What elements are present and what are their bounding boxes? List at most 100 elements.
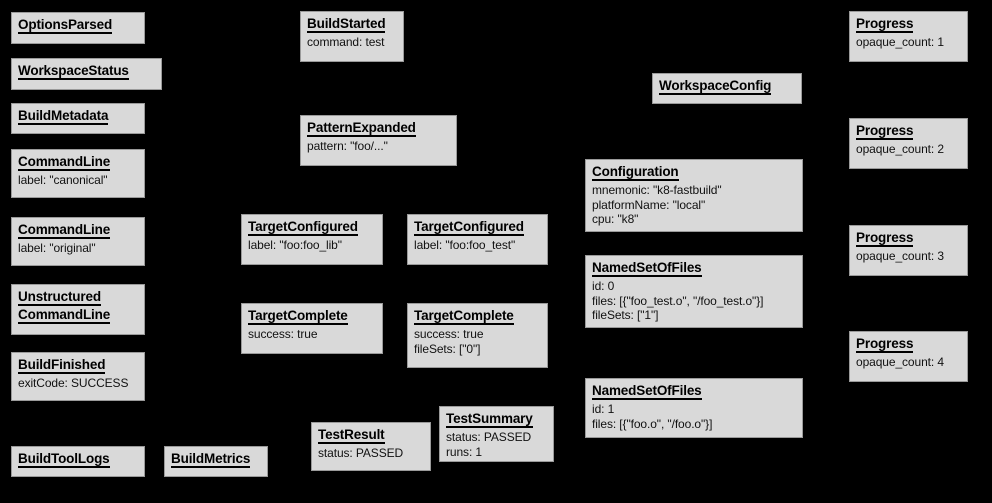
node-title-line: TestSummary: [446, 411, 533, 429]
node-title: WorkspaceStatus: [18, 63, 156, 81]
event-node-build-metadata[interactable]: BuildMetadata: [11, 103, 145, 134]
node-title: Configuration: [592, 164, 797, 182]
node-field: opaque_count: 1: [856, 35, 944, 50]
node-field: label: "foo:foo_lib": [248, 238, 342, 253]
node-field: mnemonic: "k8-fastbuild": [592, 183, 722, 198]
node-title-line: Progress: [856, 123, 913, 141]
node-title-line: TargetComplete: [414, 308, 514, 326]
node-title: CommandLine: [18, 154, 139, 172]
node-title: Progress: [856, 336, 962, 354]
event-node-options-parsed[interactable]: OptionsParsed: [11, 12, 145, 44]
node-title-line: Progress: [856, 336, 913, 354]
node-title: BuildFinished: [18, 357, 139, 375]
node-field: opaque_count: 4: [856, 355, 944, 370]
node-fields: status: PASSED: [318, 446, 425, 461]
node-field: label: "original": [18, 241, 96, 256]
event-node-workspace-status[interactable]: WorkspaceStatus: [11, 58, 162, 90]
node-title-line: WorkspaceConfig: [659, 78, 771, 96]
node-title: CommandLine: [18, 222, 139, 240]
node-fields: command: test: [307, 35, 398, 50]
node-title: BuildMetadata: [18, 108, 139, 126]
node-title-line: TargetComplete: [248, 308, 348, 326]
node-field: label: "foo:foo_test": [414, 238, 516, 253]
node-fields: label: "foo:foo_test": [414, 238, 542, 253]
node-title-line: BuildFinished: [18, 357, 105, 375]
event-node-workspace-config[interactable]: WorkspaceConfig: [652, 73, 802, 104]
node-title: TargetConfigured: [414, 219, 542, 237]
node-fields: label: "canonical": [18, 173, 139, 188]
node-title-line: PatternExpanded: [307, 120, 416, 138]
node-fields: opaque_count: 4: [856, 355, 962, 370]
node-title: Progress: [856, 230, 962, 248]
node-title: TargetConfigured: [248, 219, 377, 237]
node-title-line: TestResult: [318, 427, 385, 445]
node-title-line: Progress: [856, 230, 913, 248]
node-title-line: Progress: [856, 16, 913, 34]
node-field: command: test: [307, 35, 385, 50]
node-field: runs: 1: [446, 444, 482, 459]
node-title: TestSummary: [446, 411, 548, 429]
node-title: TargetComplete: [248, 308, 377, 326]
node-fields: mnemonic: "k8-fastbuild"platformName: "l…: [592, 183, 797, 227]
node-title-line: OptionsParsed: [18, 17, 112, 35]
node-title: TestResult: [318, 427, 425, 445]
node-title: Progress: [856, 16, 962, 34]
node-field: platformName: "local": [592, 197, 706, 212]
node-field: status: PASSED: [446, 430, 532, 445]
node-field: label: "canonical": [18, 173, 108, 188]
node-title-line: BuildStarted: [307, 16, 386, 34]
node-fields: opaque_count: 3: [856, 249, 962, 264]
event-node-build-tool-logs[interactable]: BuildToolLogs: [11, 446, 145, 477]
node-field: success: true: [248, 327, 318, 342]
node-field: cpu: "k8": [592, 212, 639, 227]
node-title-line: BuildMetrics: [171, 451, 250, 469]
node-title: WorkspaceConfig: [659, 78, 796, 96]
node-title-line: CommandLine: [18, 307, 110, 325]
node-field: opaque_count: 3: [856, 249, 944, 264]
node-field: fileSets: ["0"]: [414, 341, 481, 356]
node-field: exitCode: SUCCESS: [18, 376, 129, 391]
node-title: BuildMetrics: [171, 451, 262, 469]
node-field: status: PASSED: [318, 446, 404, 461]
node-title-line: BuildToolLogs: [18, 451, 110, 469]
node-title-line: NamedSetOfFiles: [592, 383, 702, 401]
node-fields: exitCode: SUCCESS: [18, 376, 139, 391]
node-title: TargetComplete: [414, 308, 542, 326]
node-fields: label: "foo:foo_lib": [248, 238, 377, 253]
node-title-line: Unstructured: [18, 289, 101, 307]
node-title-line: BuildMetadata: [18, 108, 108, 126]
node-fields: pattern: "foo/...": [307, 139, 451, 154]
node-field: success: true: [414, 327, 484, 342]
node-fields: opaque_count: 2: [856, 142, 962, 157]
node-fields: opaque_count: 1: [856, 35, 962, 50]
node-title-line: Configuration: [592, 164, 679, 182]
node-field: files: [{"foo.o", "/foo.o"}]: [592, 416, 713, 431]
event-node-build-metrics[interactable]: BuildMetrics: [164, 446, 268, 477]
node-title: Progress: [856, 123, 962, 141]
